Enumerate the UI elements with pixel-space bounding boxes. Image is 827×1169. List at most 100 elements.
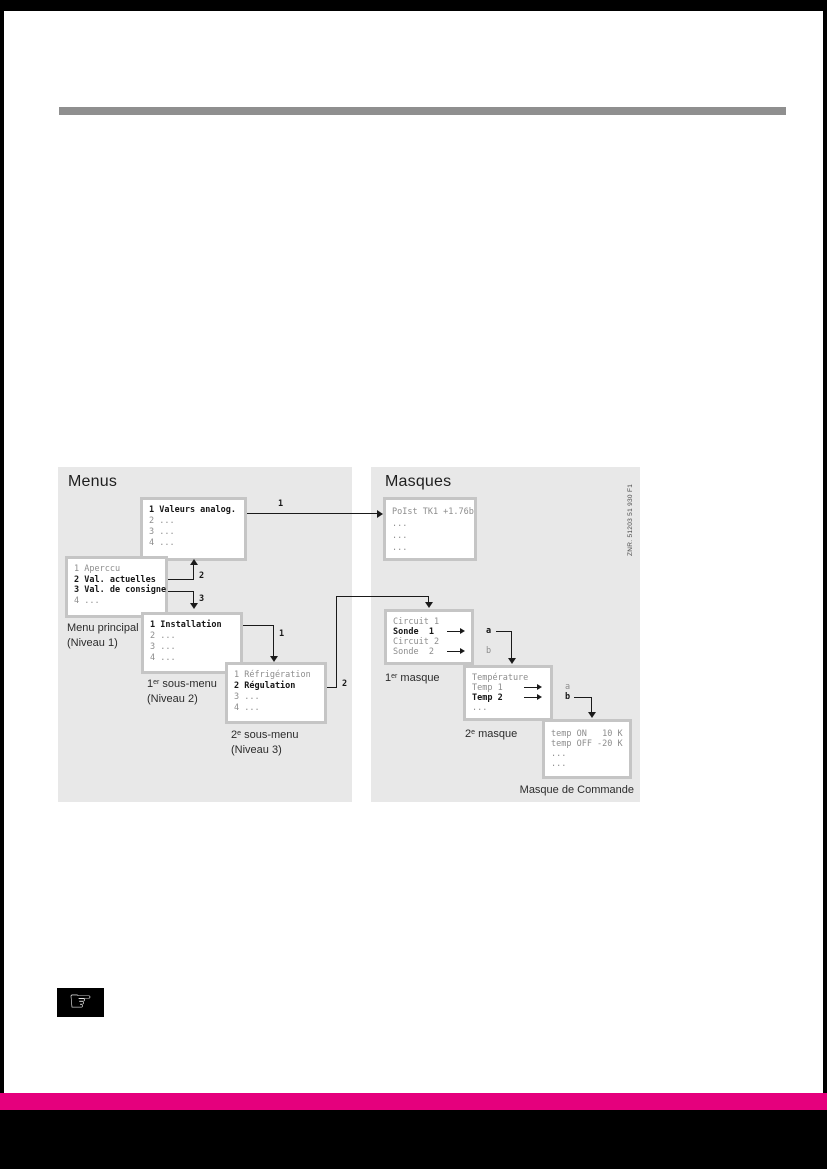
arrow-right-icon — [460, 627, 465, 634]
connector-line — [193, 591, 194, 603]
branch-label-a: a — [565, 682, 571, 692]
caption-sous-menu-1: 1er sous-menu — [147, 678, 217, 692]
page-top-border — [0, 0, 827, 11]
menu-line: 3 Val. de consigne — [74, 585, 167, 595]
menu-line: 2 Val. actuelles — [74, 574, 156, 585]
mask-box-circuit: Circuit 1 Sonde 1 Circuit 2 Sonde 2 — [384, 609, 474, 665]
arrow-down-icon — [507, 658, 516, 664]
connector-line — [591, 697, 592, 712]
mask-line: temp ON 10 K — [551, 729, 623, 739]
caption-number: 1 — [147, 678, 154, 690]
arrow-down-icon — [189, 603, 198, 609]
connector-line — [327, 687, 337, 688]
caption-sous-menu-2: 2e sous-menu — [231, 729, 299, 743]
menu-line: 2 Régulation — [234, 681, 296, 691]
arrow-right-icon — [537, 683, 542, 690]
header-rule — [59, 107, 786, 115]
caption-menu-principal: Menu principal — [67, 622, 139, 634]
key-label-3: 3 — [199, 594, 205, 604]
arrow-up-icon — [189, 559, 198, 565]
connector-line — [524, 697, 537, 698]
connector-line — [243, 625, 274, 626]
caption-text: sous-menu — [159, 678, 217, 690]
key-label-4: 1 — [279, 629, 285, 639]
menu-line: 2 ... — [149, 516, 175, 526]
menu-line: 4 ... — [74, 595, 100, 606]
masques-panel-title: Masques — [385, 473, 452, 490]
arrow-down-icon — [269, 656, 278, 662]
caption-text: sous-menu — [241, 729, 299, 741]
caption-number: 2 — [231, 729, 238, 741]
connector-line — [273, 625, 274, 656]
caption-superscript: er — [153, 679, 160, 686]
caption-masque-2: 2e masque — [465, 728, 517, 742]
caption-number: 2 — [465, 728, 472, 740]
connector-line — [168, 591, 194, 592]
menu-box-regulation: 1 Réfrigération 2 Régulation 3 ... 4 ... — [225, 662, 327, 724]
caption-masque-1: 1er masque — [385, 672, 440, 686]
caption-masque-commande: Masque de Commande — [519, 784, 634, 796]
caption-text: masque — [397, 672, 440, 684]
connector-line — [336, 596, 337, 688]
mask-line: Temp 2 — [472, 693, 503, 703]
mask-line: temp OFF -20 K — [551, 739, 623, 749]
connector-line — [496, 631, 512, 632]
page-bottom-border — [0, 1110, 827, 1169]
key-label-5: 2 — [342, 679, 348, 689]
mask-line: Circuit 1 — [393, 617, 440, 627]
menu-box-valeurs: 1 Valeurs analog. 2 ... 3 ... 4 ... — [140, 497, 247, 561]
key-label-1: 1 — [278, 499, 284, 509]
caption-niveau-2: (Niveau 2) — [147, 693, 198, 705]
connector-line — [168, 579, 194, 580]
key-label-2: 2 — [199, 571, 205, 581]
page-right-border — [823, 0, 827, 1169]
manicule-right-icon: ☞ — [68, 986, 93, 1017]
mask-line: ... — [472, 703, 488, 713]
menu-box-principal: 1 Aperccu 2 Val. actuelles 3 Val. de con… — [65, 556, 168, 618]
mask-line: Sonde 2 — [393, 647, 434, 657]
note-marker: ☞ — [57, 988, 104, 1017]
menu-line: 3 ... — [150, 642, 176, 652]
menus-panel-title: Menus — [68, 473, 118, 490]
menu-line: 4 ... — [150, 653, 176, 663]
mask-box-commande: temp ON 10 K temp OFF -20 K ... ... — [542, 719, 632, 779]
mask-line: ... — [392, 519, 408, 529]
connector-line — [524, 687, 537, 688]
connector-line — [428, 596, 429, 603]
caption-superscript: e — [237, 730, 242, 737]
connector-line — [193, 565, 194, 580]
arrow-right-icon — [460, 647, 465, 654]
connector-line — [511, 631, 512, 658]
menu-line: 1 Installation — [150, 620, 222, 630]
arrow-down-icon — [587, 712, 596, 718]
connector-line — [336, 596, 429, 597]
mask-line: ... — [392, 543, 408, 553]
branch-label-b: b — [486, 646, 492, 656]
caption-number: 1 — [385, 672, 392, 684]
menu-line: 3 ... — [234, 692, 260, 702]
footer-accent-bar — [0, 1093, 827, 1110]
connector-line — [247, 513, 377, 514]
mask-line: PoIst TK1 +1.76b — [392, 507, 474, 517]
artwork-reference: ZNR. 51203 51 930 F1 — [627, 483, 634, 556]
mask-line: ... — [392, 531, 408, 541]
menu-line: 2 ... — [150, 631, 176, 641]
menu-line: 4 ... — [234, 703, 260, 713]
caption-niveau-3: (Niveau 3) — [231, 744, 282, 756]
mask-line: Circuit 2 — [393, 637, 440, 647]
connector-line — [447, 651, 460, 652]
caption-text: masque — [475, 728, 518, 740]
arrow-right-icon — [377, 509, 383, 518]
caption-superscript: er — [391, 673, 398, 680]
menu-line: 1 Valeurs analog. — [149, 505, 236, 515]
mask-line: Sonde 1 — [393, 627, 434, 637]
arrow-right-icon — [537, 693, 542, 700]
page-left-border — [0, 0, 4, 1169]
branch-label-a: a — [486, 626, 492, 636]
mask-line: ... — [551, 749, 567, 759]
menu-line: 1 Réfrigération — [234, 670, 311, 680]
connector-line — [447, 631, 460, 632]
connector-line — [574, 697, 592, 698]
branch-label-b: b — [565, 692, 571, 702]
